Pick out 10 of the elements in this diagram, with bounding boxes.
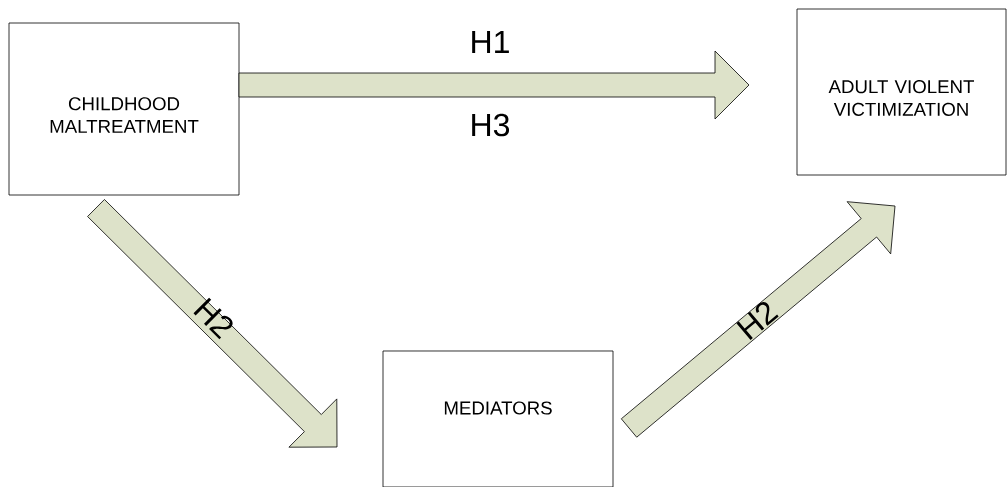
edge-label: H2 (736, 301, 779, 340)
process-box: ADULT VIOLENT VICTIMIZATION (796, 8, 1007, 176)
process-box: CHILDHOOD MALTREATMENT (8, 22, 240, 196)
edge-label: H2 (193, 297, 233, 340)
block-arrow (620, 201, 896, 438)
block-arrow (87, 199, 338, 448)
process-box: MEDIATORS (382, 350, 614, 487)
block-arrow (238, 50, 750, 120)
hypothesis-label: H3 (472, 113, 510, 137)
edge-label: H1 (472, 31, 509, 53)
